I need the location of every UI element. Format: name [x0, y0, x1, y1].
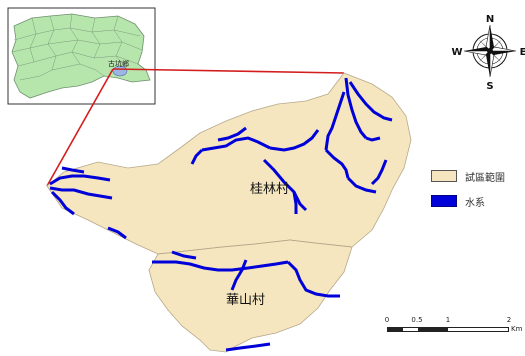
study-area-guilin	[46, 72, 412, 255]
stream	[61, 166, 85, 174]
village-boundary	[157, 239, 353, 255]
stream	[49, 186, 113, 200]
inset-map: 古坑鄉	[11, 13, 151, 99]
scale-bar-segments	[387, 327, 509, 332]
legend-label: 水系	[465, 197, 485, 209]
legend-label: 試區範圍	[465, 172, 505, 184]
scale-tick-label: 0.5	[411, 316, 423, 324]
scale-segment	[448, 328, 508, 331]
locator-leader-lines	[46, 68, 345, 187]
stream	[171, 250, 197, 260]
stream	[365, 136, 381, 142]
south-label: S	[486, 81, 493, 92]
stream	[107, 226, 127, 240]
inset-place-label: 古坑鄉	[108, 59, 129, 68]
stream	[292, 191, 298, 214]
stream	[201, 136, 271, 152]
scale-tick-label: 0	[384, 316, 390, 324]
legend-item-water: 水系	[431, 194, 485, 209]
compass-rose-icon	[463, 24, 517, 78]
scale-tick-label: 2	[506, 316, 512, 324]
scale-tick-label: 1	[445, 316, 451, 324]
water-swatch	[431, 195, 457, 207]
study-area-swatch	[431, 170, 457, 182]
stream	[190, 148, 204, 165]
stream	[344, 77, 368, 139]
stream	[269, 129, 320, 152]
stream	[370, 159, 388, 186]
stream	[286, 260, 340, 298]
village-label-guilin: 桂林村	[250, 182, 289, 197]
study-area	[46, 72, 412, 353]
east-label: E	[520, 47, 525, 58]
stream	[50, 190, 75, 216]
west-label: W	[451, 47, 462, 58]
stream	[324, 148, 350, 179]
stream	[49, 174, 111, 186]
scale-bar: 0 0.5 1 2 Km	[384, 316, 523, 340]
stream	[348, 81, 393, 122]
scale-segment	[388, 328, 403, 331]
stream	[346, 176, 377, 194]
inset-internal-borders	[11, 13, 143, 81]
water-system	[49, 77, 393, 352]
stream	[230, 259, 248, 291]
inset-township-land	[11, 13, 151, 99]
stream	[225, 342, 271, 352]
stream	[152, 260, 289, 272]
stream	[262, 158, 308, 212]
village-label-huashan: 華山村	[226, 293, 265, 308]
scale-unit-label: Km	[511, 325, 523, 333]
scale-segment	[418, 328, 448, 331]
legend-item-study-area: 試區範圍	[431, 169, 505, 184]
scale-segment	[403, 328, 418, 331]
north-label: N	[486, 14, 494, 25]
stream	[217, 126, 247, 142]
stream	[324, 91, 346, 151]
north-arrow: N S E W	[451, 14, 525, 92]
